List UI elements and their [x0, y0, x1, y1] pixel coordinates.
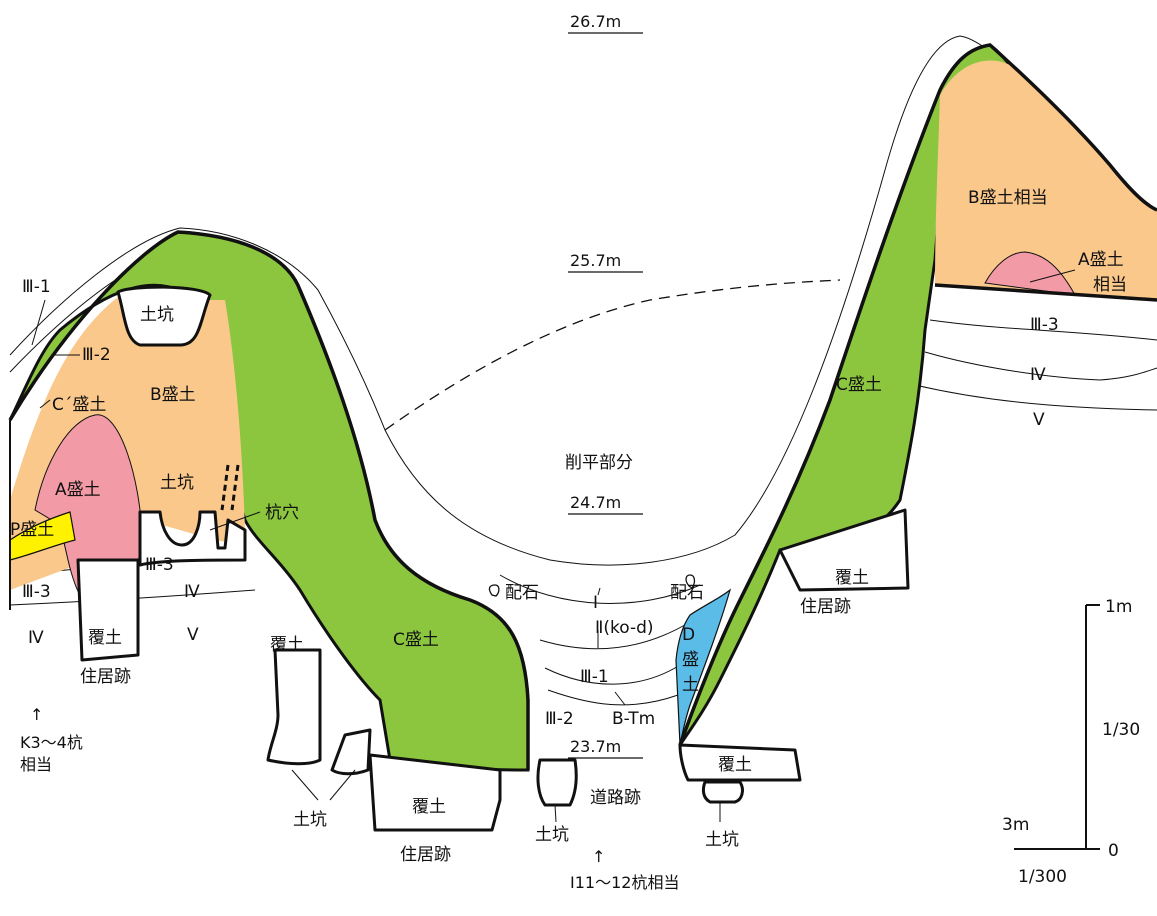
- pit-mid-left: [138, 510, 247, 567]
- label-c-right: C盛土: [836, 375, 882, 395]
- elevation-label: 24.7m: [570, 493, 621, 512]
- label-haiseki-right: 配石: [670, 583, 704, 603]
- scale-h-len: 3m: [1002, 815, 1029, 835]
- right-base-line: [934, 283, 1157, 302]
- label-iii2-left: Ⅲ-2: [82, 345, 111, 365]
- pit-center: [536, 758, 578, 807]
- label-b-left: B盛土: [150, 385, 196, 405]
- label-a-right-2: 相当: [1093, 275, 1127, 295]
- label-a-left: A盛土: [55, 480, 101, 500]
- label-a-right-1: A盛土: [1078, 250, 1124, 270]
- label-d-2: 盛: [682, 650, 699, 670]
- elevation-label: 25.7m: [570, 251, 621, 270]
- label-dokou-top: 土坑: [140, 305, 174, 325]
- labels: Ⅲ-1 Ⅲ-2 C´盛土 B盛土 土坑 A盛土 土坑 杭穴 P盛土 Ⅲ-3 Ⅲ-…: [10, 188, 1127, 892]
- p-yellow-layer: [9, 511, 76, 561]
- label-iii1-center: Ⅲ-1: [580, 667, 609, 687]
- label-i11-arrow: ↑: [592, 847, 605, 866]
- label-c-left: C盛土: [393, 630, 439, 650]
- scale-v-top: 1m: [1105, 597, 1132, 617]
- label-k3-line2: 相当: [20, 755, 52, 774]
- label-d-3: 土: [682, 675, 699, 695]
- leader-lines: [31, 269, 1076, 823]
- label-fukudo-right: 覆土: [835, 568, 869, 588]
- right-mound-outline: [678, 43, 1157, 746]
- label-k3-arrow: ↑: [30, 705, 43, 724]
- label-doro: 道路跡: [590, 788, 641, 808]
- features: [76, 285, 910, 832]
- label-iii3-mid: Ⅲ-3: [145, 555, 174, 575]
- label-dokou-mid: 土坑: [160, 473, 194, 493]
- right-pink-layer: [984, 251, 1076, 296]
- label-iii1-left: Ⅲ-1: [22, 277, 51, 297]
- label-iv-right: Ⅳ: [1030, 365, 1046, 385]
- d-blue-layer: [675, 588, 732, 746]
- label-ii-center: Ⅱ(ko-d): [595, 618, 654, 638]
- left-mound-outline: [8, 230, 530, 770]
- right-orange-layer: [935, 60, 1157, 301]
- label-c-prime: C´盛土: [52, 395, 106, 415]
- label-iii2-center: Ⅲ-2: [545, 709, 574, 729]
- elevation-label: 26.7m: [570, 12, 621, 31]
- label-sakuhei: 削平部分: [565, 453, 633, 473]
- label-i11: I11〜12杭相当: [570, 873, 679, 892]
- label-kuiana: 杭穴: [265, 503, 299, 523]
- scale-h-ratio: 1/300: [1018, 867, 1067, 887]
- label-p-mori: P盛土: [10, 520, 54, 540]
- label-iv-left: Ⅳ: [28, 628, 44, 648]
- label-iv-left2: Ⅳ: [184, 582, 200, 602]
- label-haiseki-left: 配石: [505, 583, 539, 603]
- label-iii3-right: Ⅲ-3: [1030, 315, 1059, 335]
- label-iii3-left: Ⅲ-3: [22, 582, 51, 602]
- label-btm: B-Tm: [612, 709, 655, 729]
- dwelling-right: [778, 508, 910, 592]
- label-jukyo-center: 住居跡: [400, 845, 451, 865]
- label-fukudo-center: 覆土: [412, 797, 446, 817]
- dwelling-center: [368, 753, 502, 832]
- label-dokou-right: 土坑: [705, 830, 739, 850]
- label-dokou-bottom-left: 土坑: [293, 810, 327, 830]
- label-dokou-center: 土坑: [535, 825, 569, 845]
- scale-bar: 1m 1/30 0 3m 1/300: [1002, 597, 1140, 887]
- elevation-label: 23.7m: [570, 737, 621, 756]
- label-jukyo-left: 住居跡: [80, 667, 131, 687]
- label-v-left: Ⅴ: [187, 625, 199, 645]
- label-k3-line1: K3〜4杭: [20, 733, 83, 752]
- elevation-markers: 26.7m 25.7m 24.7m 23.7m: [568, 12, 643, 759]
- label-jukyo-right: 住居跡: [800, 597, 851, 617]
- label-fukudo-mid: 覆土: [270, 635, 304, 655]
- pit-left-1: [266, 648, 322, 766]
- pit-right: [701, 780, 744, 804]
- pit-left-2: [330, 728, 372, 776]
- scale-v-ratio: 1/30: [1102, 720, 1140, 740]
- label-b-right: B盛土相当: [968, 188, 1048, 208]
- label-fukudo-right-low: 覆土: [718, 755, 752, 775]
- dwelling-left: [76, 558, 140, 662]
- scale-v-zero: 0: [1108, 841, 1119, 861]
- label-v-right: Ⅴ: [1033, 410, 1045, 430]
- pit-top-left: [116, 285, 212, 347]
- label-fukudo-left: 覆土: [88, 628, 122, 648]
- label-d-1: D: [682, 625, 695, 645]
- label-i-center: Ⅰ: [593, 593, 598, 613]
- dwelling-right-low: [678, 743, 802, 782]
